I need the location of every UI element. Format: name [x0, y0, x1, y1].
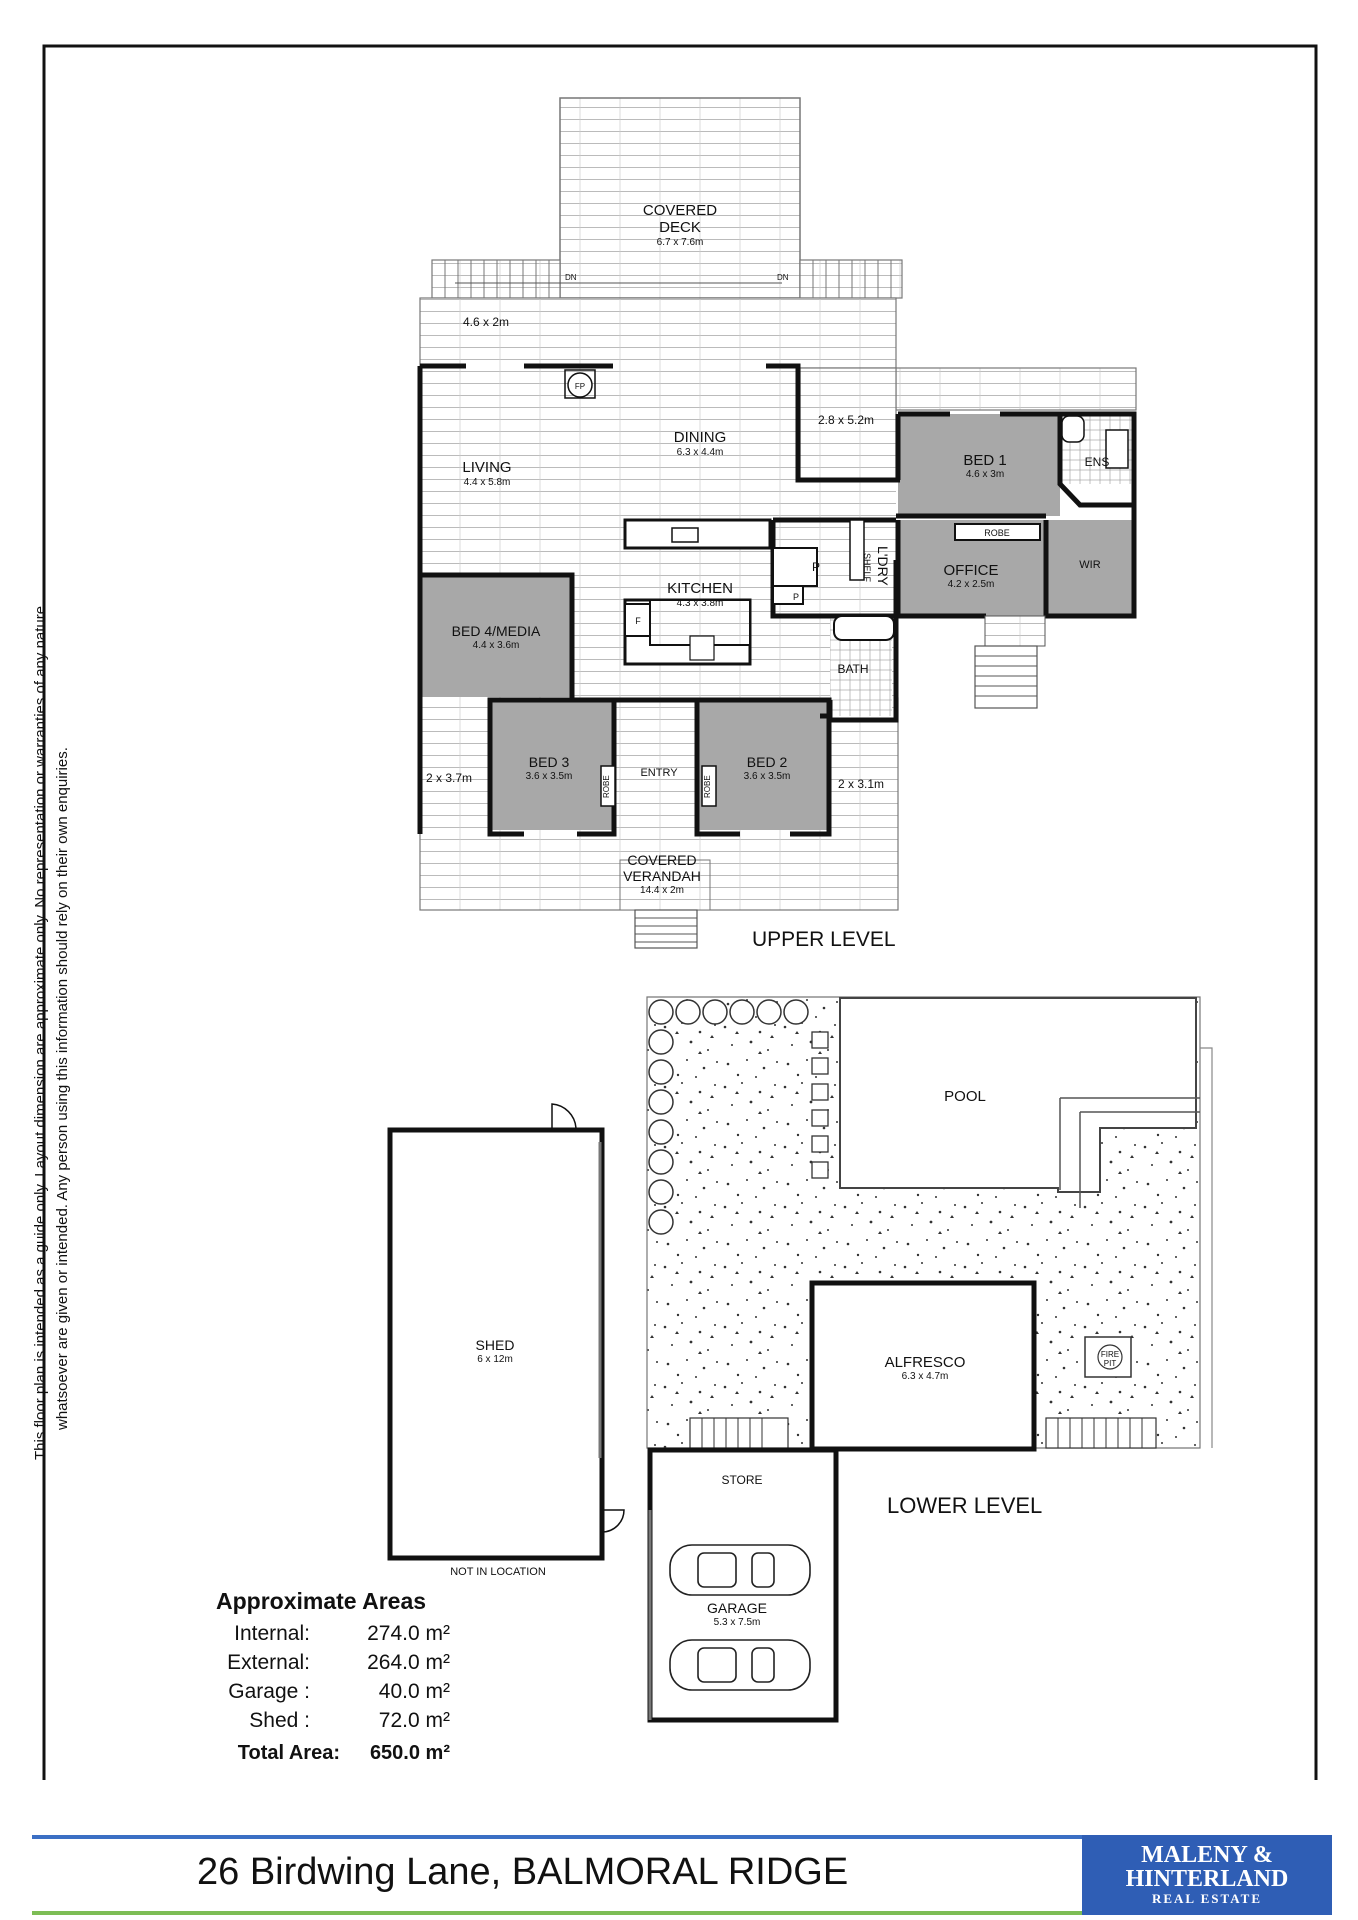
area-label: Shed : [249, 1708, 310, 1732]
area-value: 274.0 m² [367, 1621, 450, 1645]
footer-green-line [32, 1911, 1332, 1915]
not-in-location-label: NOT IN LOCATION [450, 1566, 546, 1578]
area-value: 264.0 m² [367, 1650, 450, 1674]
hedge [648, 999, 809, 1235]
alfresco [809, 1280, 1037, 1452]
approximate-areas-table: Approximate Areas Internal: 274.0 m² Ext… [200, 1588, 480, 1768]
footer: 26 Birdwing Lane, BALMORAL RIDGE [32, 1835, 1332, 1915]
area-row-garage: Garage : 40.0 m² [200, 1677, 480, 1706]
areas-title: Approximate Areas [216, 1588, 427, 1614]
footer-blue-line [32, 1835, 1332, 1839]
verandah-left-dim: 2 x 3.7m [426, 771, 472, 785]
dining-dim: 6.3 x 4.4m [677, 447, 724, 458]
logo-line-3: REAL ESTATE [1151, 1891, 1263, 1906]
living-label: LIVING [462, 459, 511, 476]
agency-logo: MALENY & HINTERLAND REAL ESTATE [1082, 1835, 1332, 1915]
robe-label-bed1: ROBE [984, 528, 1010, 538]
kitchen-label: KITCHEN [667, 580, 733, 597]
kitchen-dim: 4.3 x 3.8m [677, 598, 724, 609]
area-row-internal: Internal: 274.0 m² [200, 1619, 480, 1648]
logo-line-2: HINTERLAND [1125, 1866, 1289, 1892]
wir-label: WIR [1079, 559, 1100, 571]
area-row-total: Total Area: 650.0 m² [200, 1739, 480, 1768]
stair-dn-right: DN [777, 273, 789, 282]
garage-dim: 5.3 x 7.5m [714, 1617, 761, 1628]
bed2-room [697, 700, 829, 830]
shelf-label: SHELF [862, 553, 872, 583]
store-label: STORE [721, 1473, 762, 1487]
dining-label: DINING [674, 429, 727, 446]
bed4-label: BED 4/MEDIA [452, 623, 541, 639]
total-area-label: Total Area: [237, 1742, 340, 1764]
verandah-dim: 14.4 x 2m [640, 885, 684, 896]
bed1-label: BED 1 [963, 452, 1006, 469]
page-frame [42, 44, 1318, 1780]
pantry-label-2: P [793, 592, 799, 602]
verandah-label: COVERED [627, 852, 696, 868]
alfresco-dim: 6.3 x 4.7m [902, 1371, 949, 1382]
pool [839, 997, 1197, 1193]
fridge-label: F [635, 616, 641, 626]
lower-level-label: LOWER LEVEL [887, 1493, 1042, 1518]
area-row-external: External: 264.0 m² [200, 1648, 480, 1677]
bed2-dim: 3.6 x 3.5m [744, 771, 791, 782]
covered-deck-dim: 6.7 x 7.6m [657, 237, 704, 248]
floor-plan: COVERED DECK 6.7 x 7.6m DN DN 4.6 x 2m F… [42, 44, 1318, 1780]
upper-level: COVERED DECK 6.7 x 7.6m DN DN 4.6 x 2m F… [417, 97, 1137, 951]
shed-label: SHED [476, 1337, 515, 1353]
bed3-room [490, 700, 614, 830]
area-row-shed: Shed : 72.0 m² [200, 1706, 480, 1735]
bed1-room [898, 414, 1060, 516]
covered-deck-label-2: DECK [659, 219, 701, 236]
upper-level-label: UPPER LEVEL [752, 928, 896, 951]
covered-deck-label: COVERED [643, 202, 717, 219]
car-icon [669, 1544, 811, 1691]
entry-label: ENTRY [640, 767, 678, 779]
bed3-label: BED 3 [529, 754, 570, 770]
fireplace-label: FP [575, 382, 585, 391]
pantry-label: P [812, 560, 820, 574]
logo-line-1: MALENY & [1141, 1842, 1273, 1868]
fire-pit-label-2: PIT [1104, 1359, 1117, 1368]
shed [387, 1127, 605, 1561]
lower-steps [689, 1417, 1157, 1449]
bed4-dim: 4.4 x 3.6m [473, 640, 520, 651]
laundry-label: L'DRY [875, 546, 891, 586]
deck-right-dim: 2.8 x 5.2m [818, 413, 874, 427]
office-label: OFFICE [944, 562, 999, 579]
property-address: 26 Birdwing Lane, BALMORAL RIDGE [197, 1851, 849, 1893]
covered-deck [559, 97, 801, 299]
wir-room [1046, 520, 1134, 616]
area-label: External: [227, 1650, 310, 1674]
robe-label-bed3: ROBE [602, 775, 611, 798]
bath-label: BATH [837, 662, 868, 676]
lower-level: POOL ALFRESCO 6.3 x 4.7m FIRE PIT STORE … [387, 996, 1213, 1723]
disclaimer: This floor plan is intended as a guide o… [30, 480, 74, 1460]
disclaimer-line-2: whatsoever are given or intended. Any pe… [54, 747, 71, 1430]
disclaimer-line-1: This floor plan is intended as a guide o… [32, 605, 49, 1460]
living-dim: 4.4 x 5.8m [464, 477, 511, 488]
robe-label-bed2: ROBE [703, 775, 712, 798]
bed2-label: BED 2 [747, 754, 788, 770]
verandah-right-dim: 2 x 3.1m [838, 777, 884, 791]
area-label: Internal: [234, 1621, 310, 1645]
total-area-value: 650.0 m² [369, 1742, 450, 1764]
shed-dim: 6 x 12m [477, 1354, 513, 1365]
bed1-dim: 4.6 x 3m [966, 469, 1004, 480]
bed3-dim: 3.6 x 3.5m [526, 771, 573, 782]
area-label: Garage : [228, 1679, 310, 1703]
ensuite-label: ENS [1085, 455, 1110, 469]
alfresco-label: ALFRESCO [885, 1354, 966, 1371]
garage-label: GARAGE [707, 1600, 767, 1616]
area-value: 72.0 m² [378, 1708, 450, 1732]
verandah-label-2: VERANDAH [623, 868, 701, 884]
stair-dn-left: DN [565, 273, 577, 282]
bed4-room [420, 575, 572, 697]
deck-left-dim: 4.6 x 2m [463, 315, 509, 329]
office-dim: 4.2 x 2.5m [948, 579, 995, 590]
pool-label: POOL [944, 1088, 986, 1105]
fire-pit-label: FIRE [1101, 1350, 1119, 1359]
area-value: 40.0 m² [378, 1679, 450, 1703]
